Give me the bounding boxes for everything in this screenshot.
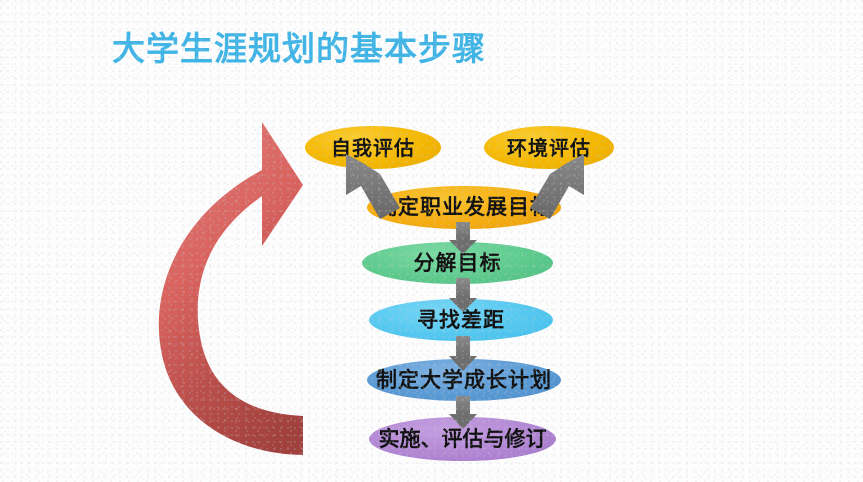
page-title: 大学生涯规划的基本步骤 xyxy=(112,29,486,68)
connector-env-to-goal xyxy=(530,154,584,219)
node-environment-assessment[interactable]: 环境评估 xyxy=(484,126,614,169)
node-growth-plan[interactable]: 制定大学成长计划 xyxy=(367,359,561,401)
node-label-growth-plan: 制定大学成长计划 xyxy=(376,367,552,392)
node-label-find-gap: 寻找差距 xyxy=(417,307,505,332)
node-label-career-goal: 确定职业发展目标 xyxy=(376,195,552,219)
node-label-self-assessment: 自我评估 xyxy=(331,135,415,160)
node-label-environment-assessment: 环境评估 xyxy=(507,135,591,160)
node-career-goal[interactable]: 确定职业发展目标 xyxy=(367,186,561,229)
connector-self-to-goal xyxy=(346,154,400,219)
connector-decompose-to-gap xyxy=(449,278,477,312)
node-self-assessment[interactable]: 自我评估 xyxy=(305,126,441,169)
connector-goal-to-decompose xyxy=(449,222,477,254)
connector-gap-to-plan xyxy=(449,336,477,371)
connector-plan-to-implement xyxy=(449,396,477,429)
node-label-decompose-goal: 分解目标 xyxy=(413,250,502,275)
node-decompose-goal[interactable]: 分解目标 xyxy=(362,242,553,284)
node-label-implement-review: 实施、评估与修订 xyxy=(378,426,547,451)
